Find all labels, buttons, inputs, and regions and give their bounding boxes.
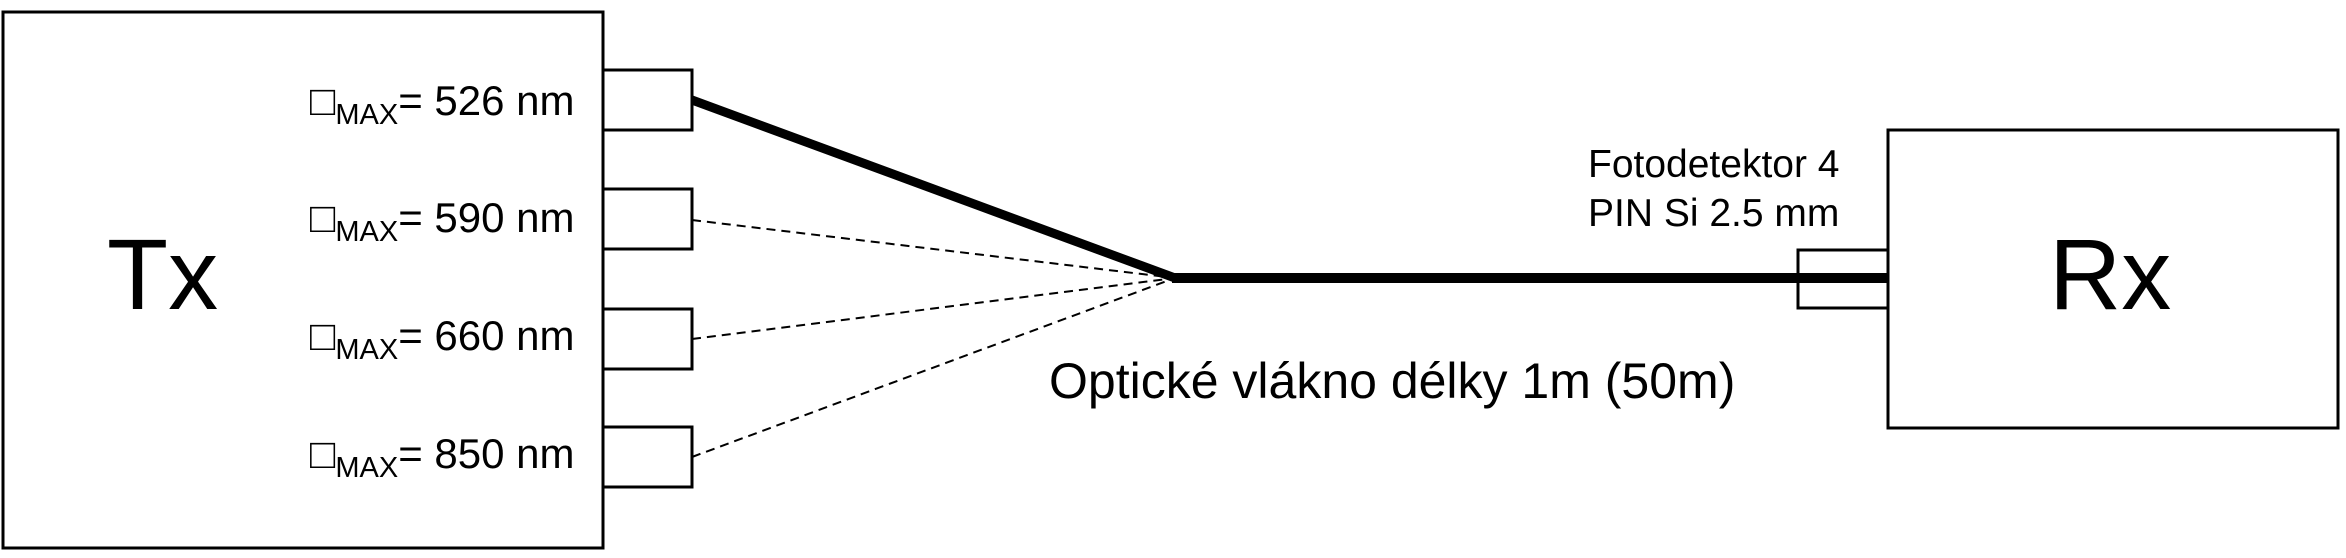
source-label-4: □MAX= 850 nm bbox=[310, 430, 575, 484]
source-connector-4 bbox=[601, 425, 694, 489]
fiber-active-526 bbox=[690, 95, 1177, 283]
detector-label-line1: Fotodetektor 4 bbox=[1588, 143, 1839, 186]
lambda-symbol: □ bbox=[310, 77, 336, 124]
lambda-symbol: □ bbox=[310, 194, 336, 241]
max-subscript: MAX bbox=[335, 452, 398, 484]
svg-text:□MAX= 850 nm: □MAX= 850 nm bbox=[310, 430, 575, 484]
lambda-symbol: □ bbox=[310, 312, 336, 359]
svg-text:□MAX= 526 nm: □MAX= 526 nm bbox=[310, 77, 575, 131]
source-connector-3 bbox=[601, 307, 694, 371]
wavelength-value: = 590 nm bbox=[398, 194, 574, 241]
max-subscript: MAX bbox=[335, 216, 398, 248]
source-connector-2 bbox=[601, 187, 694, 251]
max-subscript: MAX bbox=[335, 99, 398, 131]
rx-box bbox=[1886, 128, 2340, 430]
fiber-caption: Optické vlákno délky 1m (50m) bbox=[1049, 353, 1735, 409]
wavelength-value: = 660 nm bbox=[398, 312, 574, 359]
wavelength-value: = 850 nm bbox=[398, 430, 574, 477]
fiber-inactive-590 bbox=[691, 219, 1176, 279]
tx-label: Tx bbox=[107, 219, 218, 331]
wavelength-value: = 526 nm bbox=[398, 77, 574, 124]
lambda-symbol: □ bbox=[310, 430, 336, 477]
svg-text:□MAX= 660 nm: □MAX= 660 nm bbox=[310, 312, 575, 366]
source-label-1: □MAX= 526 nm bbox=[310, 77, 575, 131]
svg-text:□MAX= 590 nm: □MAX= 590 nm bbox=[310, 194, 575, 248]
tx-box bbox=[1, 10, 605, 550]
source-label-2: □MAX= 590 nm bbox=[310, 194, 575, 248]
detector-label-line2: PIN Si 2.5 mm bbox=[1588, 192, 1839, 235]
fiber-inactive-850 bbox=[691, 277, 1176, 458]
source-label-3: □MAX= 660 nm bbox=[310, 312, 575, 366]
fiber-inactive-660 bbox=[691, 277, 1176, 340]
max-subscript: MAX bbox=[335, 334, 398, 366]
source-connector-1 bbox=[601, 68, 694, 132]
rx-label: Rx bbox=[2049, 219, 2171, 331]
